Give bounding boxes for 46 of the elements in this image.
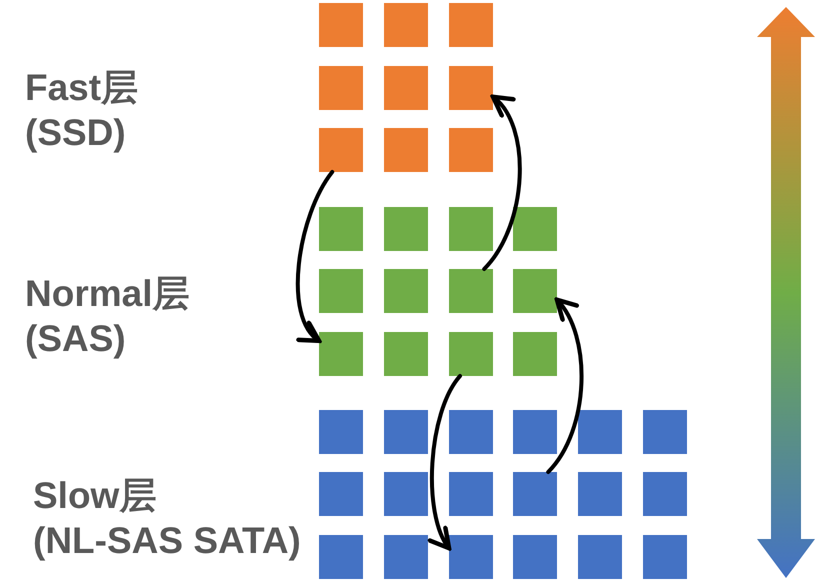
square-block <box>384 66 428 110</box>
square-block <box>449 332 493 376</box>
square-block <box>384 3 428 47</box>
curved-arrow <box>296 170 334 344</box>
square-block <box>449 269 493 313</box>
curved-arrow <box>428 374 462 550</box>
square-block <box>384 535 428 579</box>
square-block <box>384 332 428 376</box>
square-block <box>319 472 363 516</box>
square-block <box>449 410 493 454</box>
square-block <box>449 128 493 172</box>
square-block <box>319 269 363 313</box>
square-block <box>384 410 428 454</box>
tier-label: Normal层 (SAS) <box>25 272 190 361</box>
square-block <box>449 535 493 579</box>
square-block <box>319 535 363 579</box>
square-block <box>319 410 363 454</box>
square-block <box>319 66 363 110</box>
tier-label: Slow层 (NL-SAS SATA) <box>33 474 302 563</box>
tier-label: Fast层 (SSD) <box>25 66 140 155</box>
square-block <box>319 332 363 376</box>
square-block <box>513 472 557 516</box>
square-block <box>643 410 687 454</box>
square-block <box>513 410 557 454</box>
square-block <box>449 3 493 47</box>
square-block <box>513 207 557 251</box>
square-block <box>578 472 622 516</box>
square-block <box>319 207 363 251</box>
square-block <box>449 207 493 251</box>
square-block <box>513 332 557 376</box>
square-block <box>513 269 557 313</box>
square-block <box>578 535 622 579</box>
square-block <box>384 207 428 251</box>
square-block <box>319 3 363 47</box>
square-block <box>384 269 428 313</box>
square-block <box>384 128 428 172</box>
square-block <box>513 535 557 579</box>
square-block <box>449 66 493 110</box>
square-block <box>319 128 363 172</box>
square-block <box>578 410 622 454</box>
curved-arrow <box>482 94 522 271</box>
square-block <box>643 535 687 579</box>
square-block <box>643 472 687 516</box>
curved-arrow <box>546 298 584 474</box>
square-block <box>384 472 428 516</box>
square-block <box>449 472 493 516</box>
